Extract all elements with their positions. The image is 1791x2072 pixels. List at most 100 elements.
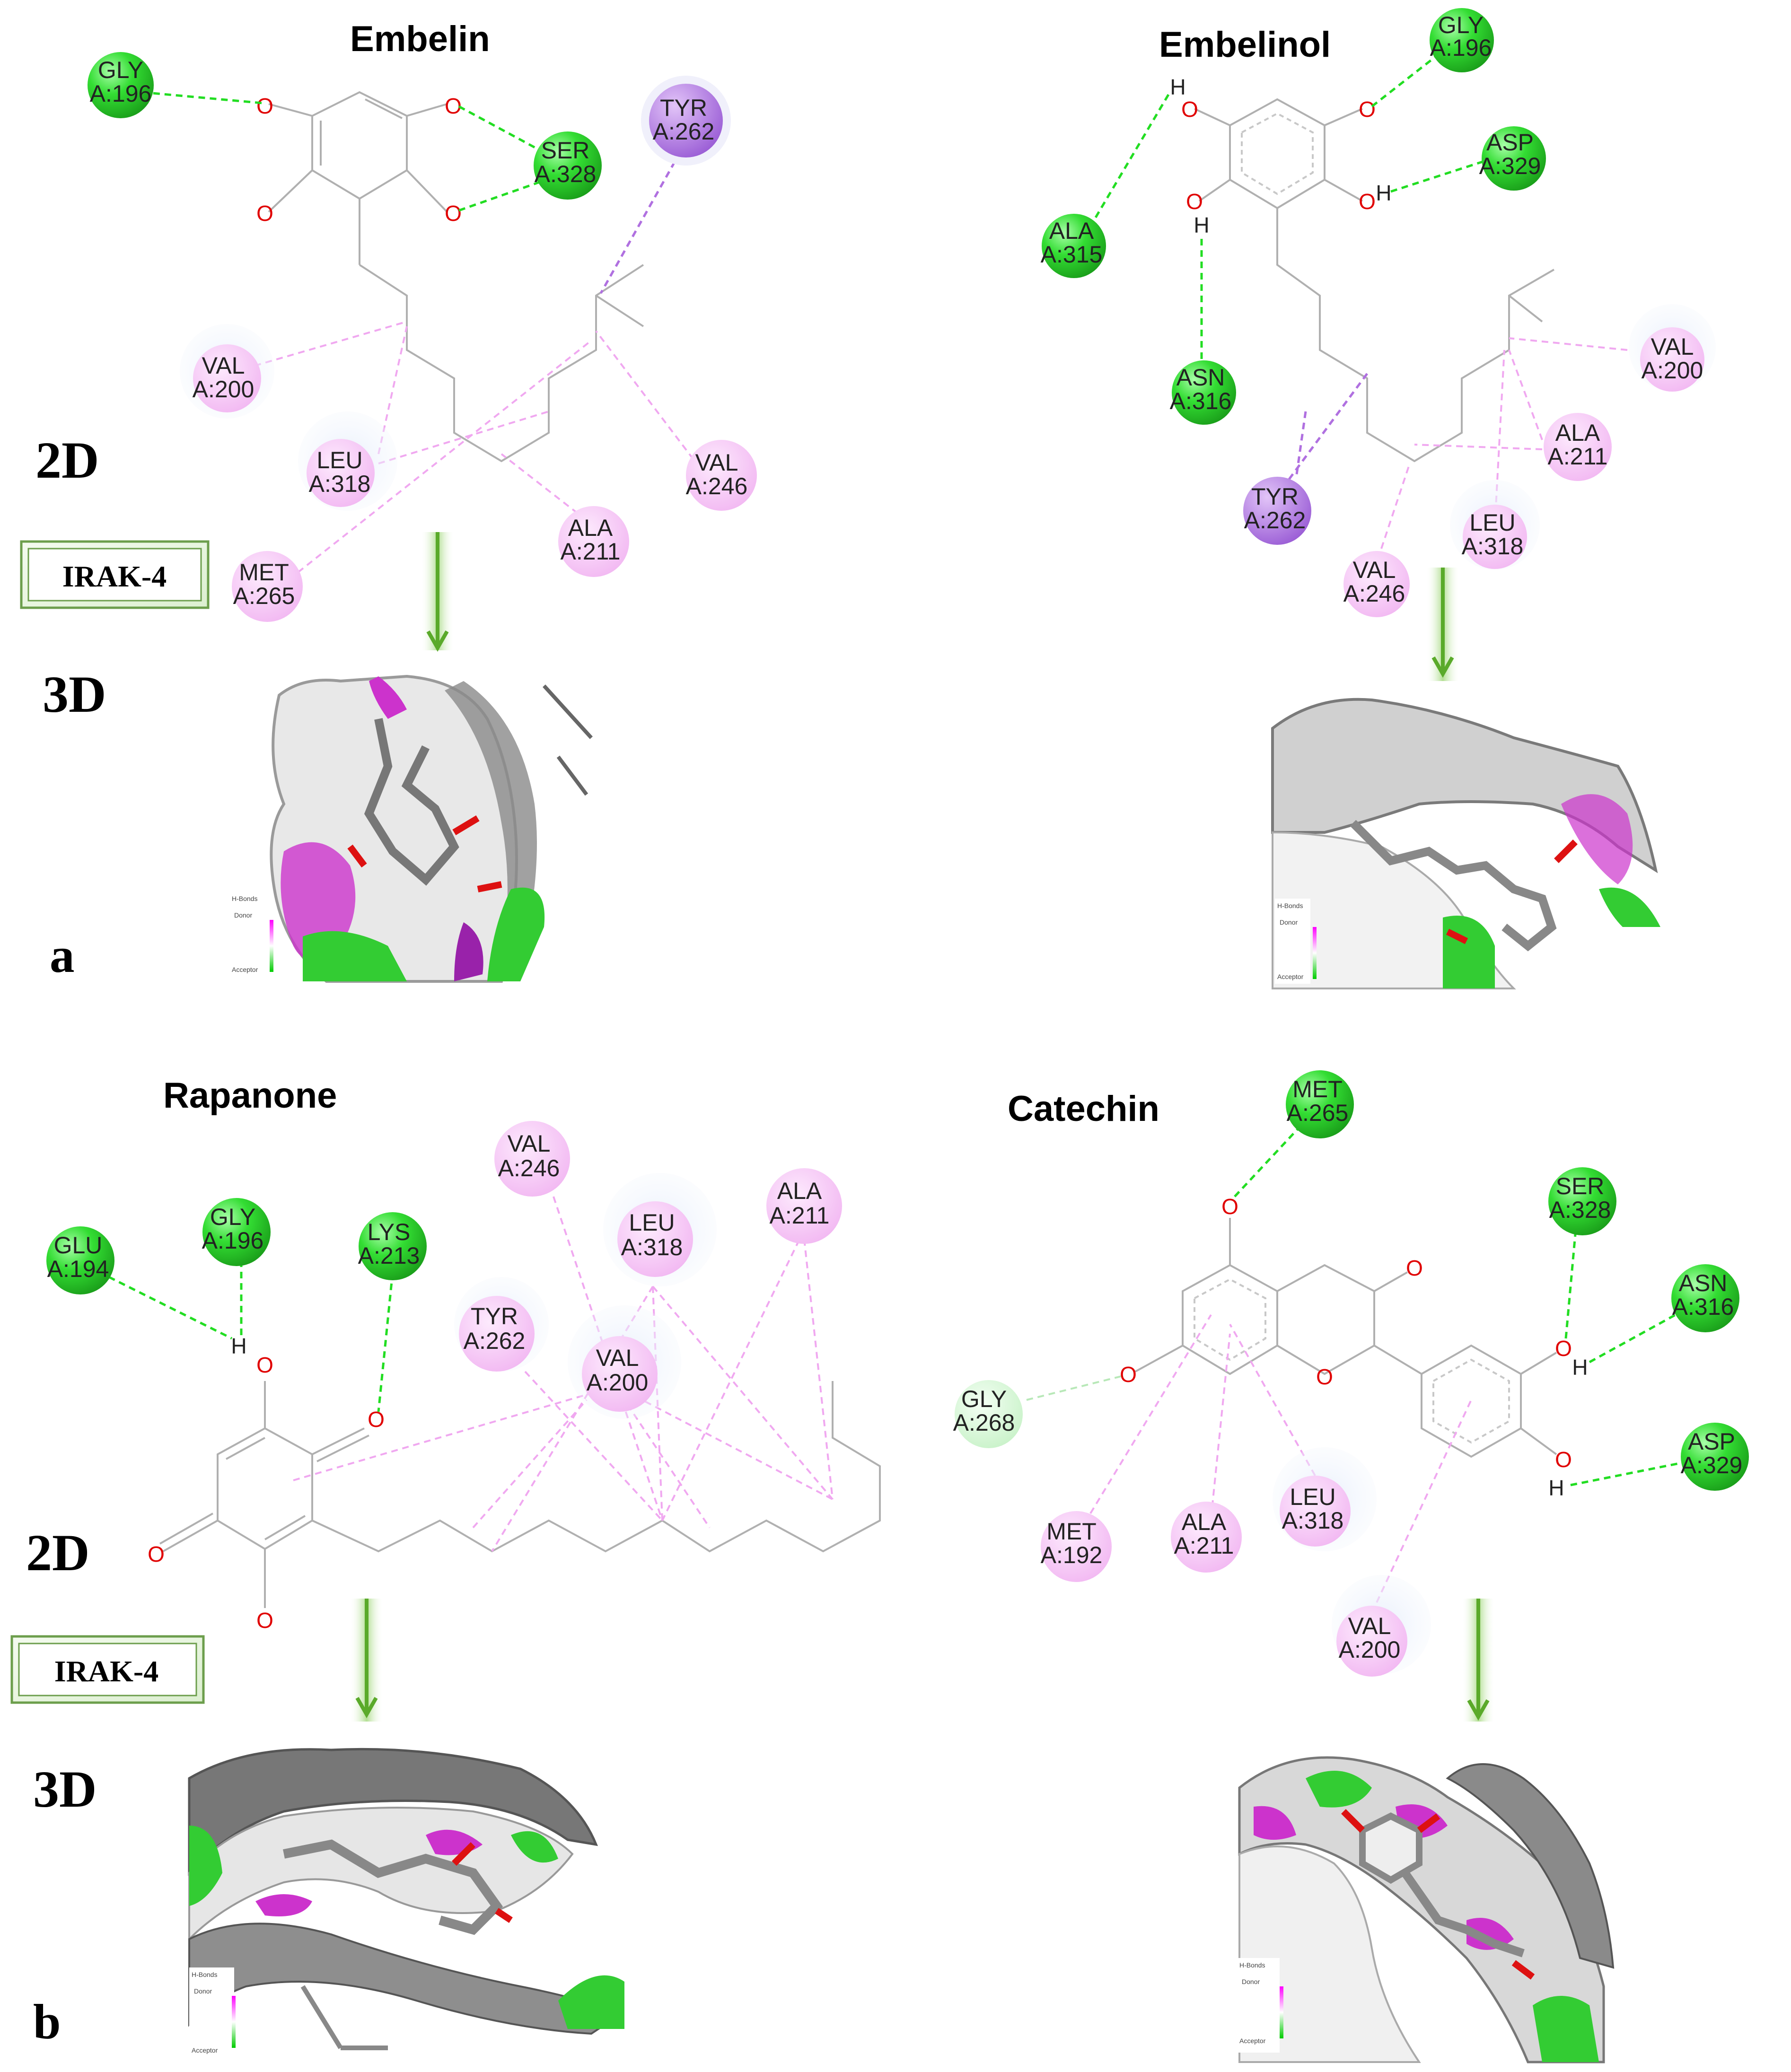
svg-text:O: O [1120,1362,1137,1387]
catechin-structure: O O O O O O H H [1120,1194,1588,1500]
svg-text:A:265: A:265 [233,583,295,609]
residue-leu318-c: LEU A:318 [603,1173,717,1286]
svg-text:GLY: GLY [1438,12,1484,38]
residue-val246-c: VAL A:246 [494,1121,570,1197]
residue-met265: MET A:265 [232,551,303,622]
panel-b: Rapanone Catechin 2D 3D b IRAK-4 O O O O [10,1070,1749,2063]
svg-text:Acceptor: Acceptor [1239,2037,1266,2045]
residue-gly196-c: GLY A:196 [202,1198,271,1266]
residue-gly196: GLY A:196 [88,52,154,118]
residue-asp329: ASP A:329 [1479,126,1546,191]
svg-text:Donor: Donor [1280,918,1298,926]
residue-ala211: ALA A:211 [558,506,629,577]
residue-asn316-b: ASN A:316 [1671,1264,1739,1332]
svg-text:SER: SER [1556,1173,1605,1199]
svg-text:A:262: A:262 [653,118,715,145]
arrow-down-icon [350,1599,383,1722]
svg-text:VAL: VAL [508,1130,551,1157]
label-3d: 3D [43,665,106,723]
svg-text:ALA: ALA [1182,1509,1227,1535]
svg-text:A:200: A:200 [193,376,255,402]
svg-text:O: O [1316,1364,1333,1389]
svg-text:A:262: A:262 [464,1328,526,1354]
residue-val246: VAL A:246 [686,440,757,511]
svg-text:O: O [1221,1194,1238,1219]
svg-text:ASN: ASN [1679,1270,1728,1296]
residue-ala211-d: ALA A:211 [1171,1502,1242,1573]
svg-text:VAL: VAL [596,1345,639,1371]
residue-val246-b: VAL A:246 [1343,551,1410,617]
protein-label: IRAK-4 [62,560,167,593]
svg-text:H-Bonds: H-Bonds [1277,902,1303,909]
label-2d: 2D [35,431,99,489]
svg-text:ALA: ALA [568,515,613,541]
svg-text:H: H [1376,181,1391,205]
svg-text:H: H [231,1334,246,1358]
arrow-down-icon [421,532,454,652]
svg-text:TYR: TYR [660,95,707,121]
compound-title-embelin: Embelin [350,19,490,59]
svg-text:H-Bonds: H-Bonds [192,1971,217,1978]
svg-text:O: O [1555,1336,1572,1361]
svg-text:MET: MET [1292,1076,1343,1102]
svg-text:O: O [445,201,462,226]
svg-text:VAL: VAL [695,449,738,476]
label-2d: 2D [26,1524,89,1582]
svg-text:Acceptor: Acceptor [192,2046,218,2054]
svg-text:GLY: GLY [98,57,143,83]
embelinol-structure: O O O O H H H [1170,75,1555,463]
svg-text:VAL: VAL [1651,333,1694,360]
rapanone-structure: O O O O H [148,1334,881,1633]
svg-text:GLU: GLU [54,1232,103,1259]
svg-text:A:211: A:211 [1548,443,1608,470]
protein-label: IRAK-4 [54,1654,158,1688]
arrow-down-icon [1426,568,1459,686]
residue-ala211-c: ALA A:211 [766,1168,842,1244]
svg-text:H: H [1548,1476,1564,1500]
panel-label-b: b [33,1994,61,2049]
svg-text:A:194: A:194 [47,1256,109,1282]
panel-a: Embelin Embelinol 2D 3D a IRAK-4 O [20,8,1716,989]
svg-text:O: O [1181,97,1198,122]
residue-tyr262-c: TYR A:262 [454,1277,549,1372]
protein-label-box: IRAK-4 [20,540,210,609]
svg-text:A:200: A:200 [1642,357,1703,384]
arrow-down-icon [1462,1599,1495,1722]
svg-text:VAL: VAL [1348,1613,1391,1639]
svg-text:ASN: ASN [1176,364,1225,391]
residue-leu318-d: LEU A:318 [1273,1447,1377,1551]
svg-text:LEU: LEU [1290,1484,1335,1510]
embelinol-interactions [1091,46,1628,549]
svg-text:A:329: A:329 [1479,153,1541,179]
compound-title-rapanone: Rapanone [163,1075,337,1116]
svg-text:O: O [148,1542,165,1566]
svg-text:H: H [1170,75,1185,99]
svg-text:A:196: A:196 [90,80,152,107]
svg-text:Donor: Donor [1242,1978,1260,1985]
svg-text:MET: MET [1046,1518,1097,1545]
residue-val200-d: VAL A:200 [1332,1575,1431,1677]
svg-text:H: H [1572,1355,1588,1380]
svg-text:Donor: Donor [194,1987,212,1995]
svg-text:ASP: ASP [1486,129,1534,156]
rapanone-3d-view: H-Bonds Donor Acceptor [187,1740,627,2062]
svg-text:A:316: A:316 [1672,1294,1734,1320]
svg-text:O: O [256,1608,273,1633]
svg-text:ALA: ALA [1049,218,1094,244]
residue-ala315: ALA A:315 [1041,214,1106,278]
svg-text:O: O [1555,1447,1572,1472]
svg-text:LEU: LEU [629,1209,675,1236]
residue-tyr262-b: TYR A:262 [1243,477,1311,545]
svg-text:A:316: A:316 [1170,388,1232,414]
residue-leu318: LEU A:318 [298,411,397,511]
residue-asn316: ASN A:316 [1170,360,1236,425]
svg-text:H: H [1194,213,1209,237]
svg-text:A:196: A:196 [202,1227,264,1254]
svg-text:Acceptor: Acceptor [1277,973,1304,980]
svg-text:A:318: A:318 [1282,1507,1344,1534]
svg-text:GLY: GLY [961,1386,1007,1412]
svg-text:O: O [1359,189,1376,214]
svg-text:A:328: A:328 [535,161,597,187]
svg-text:A:265: A:265 [1287,1100,1349,1126]
